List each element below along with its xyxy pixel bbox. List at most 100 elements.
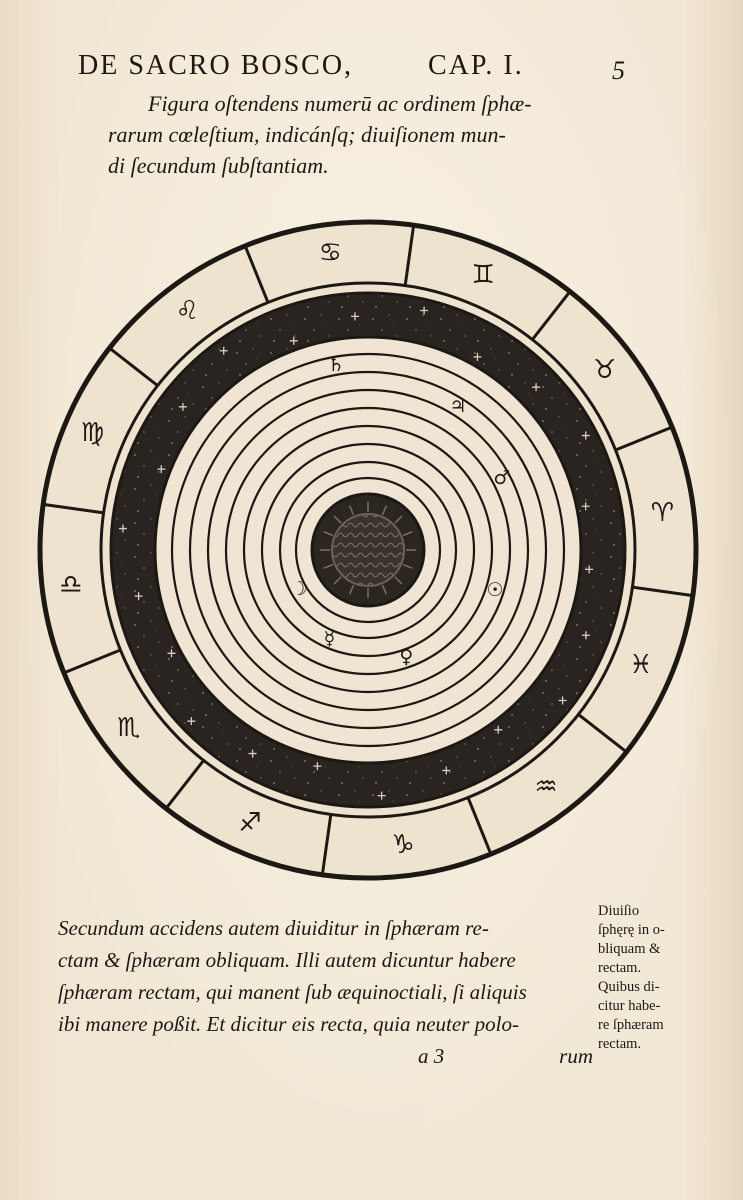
zodiac-inner-border xyxy=(99,281,637,819)
planet-sphere-ring xyxy=(188,370,548,730)
catchword: rum xyxy=(559,1044,593,1068)
firmament-star xyxy=(494,725,503,734)
marginal-line-1: Diuiſio xyxy=(598,903,640,919)
zodiac-divider xyxy=(614,425,673,452)
earth-ray xyxy=(348,584,355,595)
firmament-star xyxy=(167,649,176,658)
firmament-star xyxy=(219,346,228,355)
running-head-chapter: CAP. I. xyxy=(428,50,524,81)
firmament-star xyxy=(442,766,451,775)
marginal-line-2: ſphęrę in o- xyxy=(598,922,665,938)
firmament-star xyxy=(157,465,166,474)
firmament-stars xyxy=(118,306,594,800)
caption-line-3: di ſecundum ſubſtantiam. xyxy=(108,153,329,178)
firmament-star xyxy=(313,762,322,771)
zodiac-divider xyxy=(403,224,416,286)
earth-ray xyxy=(333,576,342,585)
firmament-star xyxy=(558,696,567,705)
aquarius-sign: ♒ xyxy=(534,771,558,802)
marginal-line-7: re ſphæram xyxy=(598,1017,664,1033)
body-line-1: Secundum accidens autem diuiditur in ſph… xyxy=(58,916,489,940)
saturn-symbol: ♄ xyxy=(327,353,345,376)
sagittarius-sign: ♐ xyxy=(238,808,262,839)
zodiac-divider xyxy=(531,290,572,341)
mercury-symbol: ☿ xyxy=(323,627,336,650)
firmament-star xyxy=(532,383,541,392)
zodiac-divider xyxy=(632,585,694,598)
body-paragraph: Secundum accidens autem diuiditur in ſph… xyxy=(58,912,593,1040)
earth-center xyxy=(310,492,426,608)
zodiac-divider xyxy=(577,713,628,754)
marginal-line-4: rectam. xyxy=(598,960,642,976)
body-line-4: ibi manere poßit. Et dicitur eis recta, … xyxy=(58,1012,519,1036)
firmament-star xyxy=(473,352,482,361)
running-head: DE SACRO BOSCO, CAP. I. xyxy=(78,50,638,90)
marginal-line-6: citur habe- xyxy=(598,998,661,1014)
zodiac-divider xyxy=(243,245,270,304)
spheres-diagram xyxy=(37,219,699,881)
marginal-note: Diuiſio ſphęrę in o- bliquam & rectam. Q… xyxy=(598,902,738,1054)
celestial-spheres-woodcut: ♄ ♃ ♂ ☉ ♀ ☿ ☽ ♋ ♊ ♉ ♈ ♓ ♒ ♑ ♐ ♏ ♎ ♍ ♌ xyxy=(28,210,708,890)
marginal-line-5: Quibus di- xyxy=(598,979,660,995)
earth-ray xyxy=(402,530,413,537)
firmament-star xyxy=(420,306,429,315)
firmament-star xyxy=(289,336,298,345)
earth-ray xyxy=(323,530,334,537)
planet-sphere-ring xyxy=(170,352,566,748)
planet-sphere-ring xyxy=(260,442,476,658)
mars-symbol: ♂ xyxy=(493,467,511,490)
firmament-star xyxy=(585,565,594,574)
running-head-title: DE SACRO BOSCO, xyxy=(78,50,354,81)
firmament-star xyxy=(377,791,386,800)
caption-line-1: Figura oſtendens numerū ac ordinem ſphæ- xyxy=(148,91,532,116)
firmament-star xyxy=(187,717,196,726)
earth-ray xyxy=(381,505,388,516)
earth-ray xyxy=(402,563,413,570)
earth-ray xyxy=(381,584,388,595)
firmament-star xyxy=(581,631,590,640)
zodiac-divider xyxy=(466,796,493,855)
firmament-star xyxy=(118,524,127,533)
aries-sign: ♈ xyxy=(650,497,675,528)
leo-sign: ♌ xyxy=(175,296,199,326)
zodiac-divider xyxy=(164,759,205,810)
figure-caption: Figura oſtendens numerū ac ordinem ſphæ-… xyxy=(108,88,628,181)
earth-ray xyxy=(348,505,355,516)
planetary-spheres xyxy=(170,352,566,748)
cancer-sign: ♋ xyxy=(318,238,342,269)
marginal-line-3: bliquam & xyxy=(598,941,661,957)
scorpio-sign: ♏ xyxy=(117,713,141,744)
pisces-sign: ♓ xyxy=(629,650,653,681)
firmament-star xyxy=(581,502,590,511)
body-line-3: ſphæram rectam, qui manent ſub æquinocti… xyxy=(58,980,527,1004)
earth-ray xyxy=(394,515,403,524)
taurus-sign: ♉ xyxy=(592,354,617,385)
signature-row: a 3 rum xyxy=(58,1044,593,1074)
firmament-star xyxy=(581,431,590,440)
firmament-star xyxy=(134,592,143,601)
venus-symbol: ♀ xyxy=(399,646,414,669)
caption-line-2: rarum cœleſtium, indicánſq; diuiſionem m… xyxy=(108,122,506,147)
earth-ray xyxy=(333,515,342,524)
planet-sphere-ring xyxy=(278,460,458,640)
gemini-sign: ♊ xyxy=(471,259,495,290)
firmament-star xyxy=(351,312,360,321)
firmament-star xyxy=(178,402,187,411)
planet-sphere-ring xyxy=(206,388,530,712)
signature-mark: a 3 xyxy=(418,1044,445,1068)
body-line-2: ctam & ſphæram obliquam. Illi autem dicu… xyxy=(58,948,516,972)
earth-land xyxy=(331,513,405,587)
planet-sphere-ring xyxy=(294,476,442,624)
earth-ray xyxy=(394,576,403,585)
capricorn-sign: ♑ xyxy=(391,829,415,860)
virgo-sign: ♍ xyxy=(80,417,104,448)
firmament-star xyxy=(248,749,257,758)
jupiter-symbol: ♃ xyxy=(449,394,467,417)
planet-sphere-ring xyxy=(242,424,494,676)
planet-sphere-ring xyxy=(224,406,512,694)
zodiac-divider xyxy=(42,502,104,515)
zodiac-divider xyxy=(108,346,159,387)
sun-symbol: ☉ xyxy=(486,579,504,602)
zodiac-divider xyxy=(63,648,122,675)
